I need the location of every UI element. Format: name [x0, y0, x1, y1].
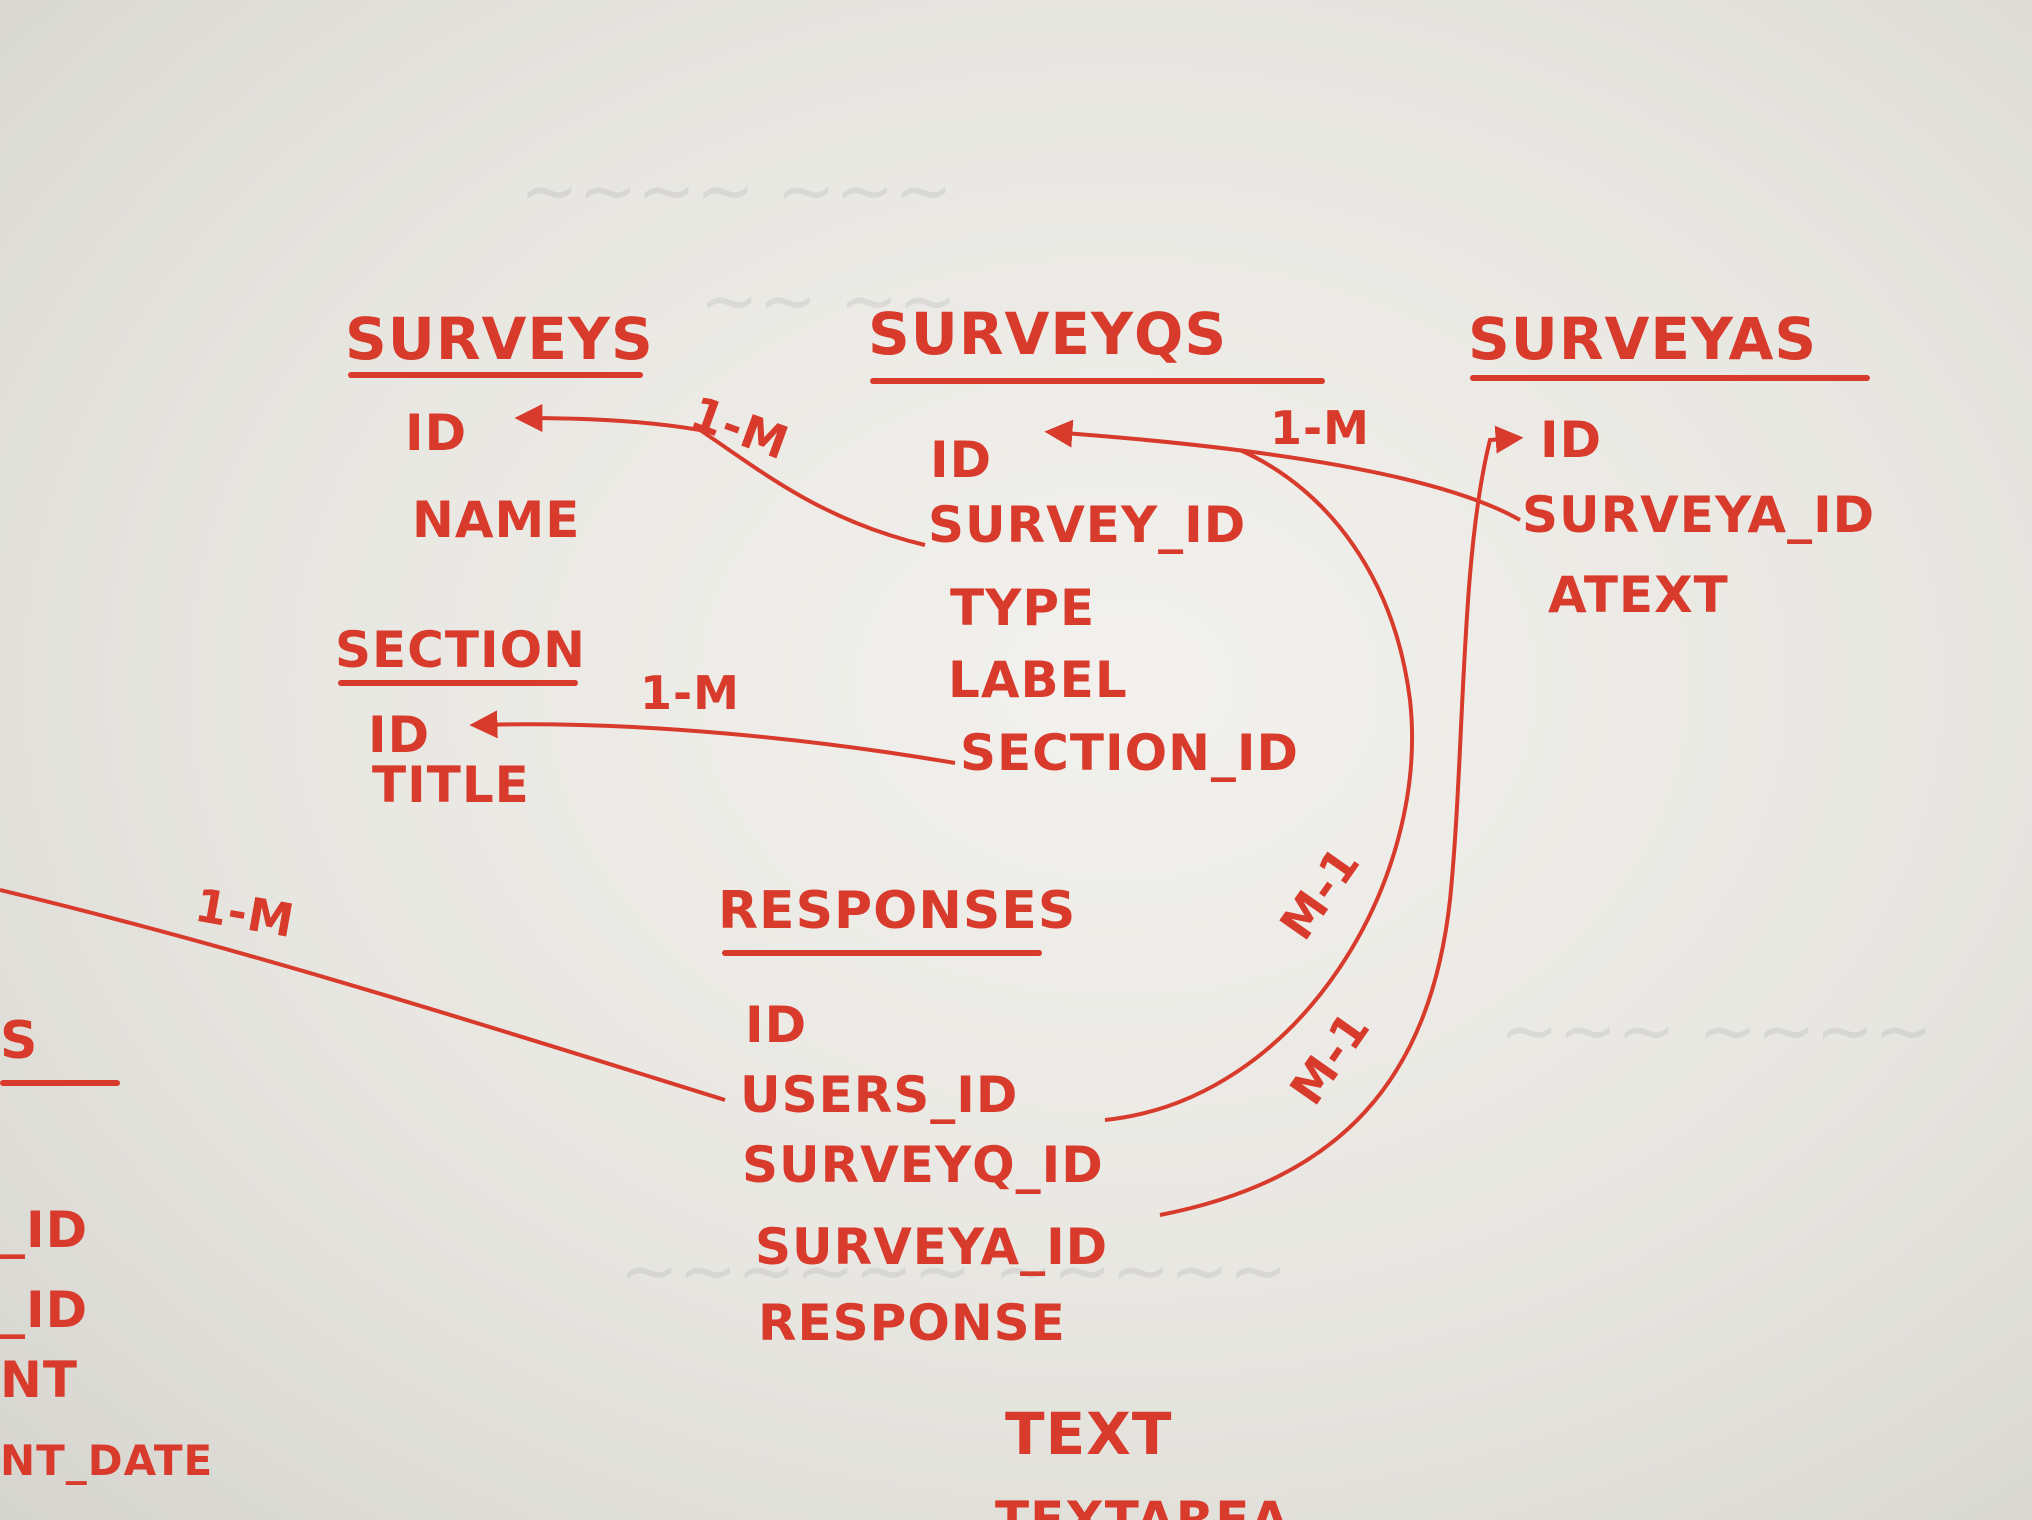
field-label: Textarea [995, 1491, 1291, 1520]
cardinality-label: 1-M [1270, 401, 1370, 455]
field-label: AText [1548, 566, 1729, 624]
field-label: Response [758, 1294, 1066, 1352]
entity-title: Surveys [345, 305, 654, 373]
field-label: Title [372, 756, 530, 814]
field-label: ID [368, 706, 431, 764]
field-label: Section_ID [960, 724, 1300, 782]
entity-title: Text [1005, 1400, 1173, 1468]
field-label: _ID [0, 1201, 89, 1259]
field-label: SurveyA_ID [1522, 486, 1876, 544]
field-label: SurveyQ_ID [742, 1136, 1104, 1194]
title-underline [338, 680, 578, 686]
field-label: Survey_ID [928, 496, 1247, 554]
relation-line-as-qs [1044, 419, 1521, 522]
field-label: ID [1540, 411, 1603, 469]
field-label: Type [950, 579, 1096, 637]
field-label: ID [930, 431, 993, 489]
relation-line-responses-as [1159, 425, 1524, 1217]
title-underline [0, 1080, 120, 1086]
cardinality-label: 1-M [640, 666, 740, 720]
field-label: NT_DATE [0, 1436, 214, 1485]
field-label: NT [0, 1351, 78, 1409]
relation-line-qs-surveys [514, 404, 926, 547]
entity-title: SurveyAs [1468, 305, 1818, 373]
field-label: Users_ID [740, 1066, 1019, 1124]
entity-title: Section [335, 621, 586, 679]
field-label: ID [405, 404, 468, 462]
field-label: ID [745, 996, 808, 1054]
field-label: SurveyA_ID [755, 1218, 1109, 1276]
field-label: _ID [0, 1281, 89, 1339]
entity-title: Responses [718, 881, 1077, 941]
relation-line-responses-users [0, 888, 726, 1102]
title-underline [1470, 375, 1870, 381]
title-underline [870, 378, 1325, 384]
title-underline [722, 950, 1042, 956]
relation-line-qs-section [469, 710, 956, 765]
title-underline [348, 372, 643, 378]
field-label: Name [412, 491, 581, 549]
field-label: Label [948, 651, 1128, 709]
entity-title: SurveyQs [868, 300, 1228, 368]
relation-line-responses-qs [1104, 448, 1414, 1122]
entity-title: S [0, 1011, 39, 1071]
